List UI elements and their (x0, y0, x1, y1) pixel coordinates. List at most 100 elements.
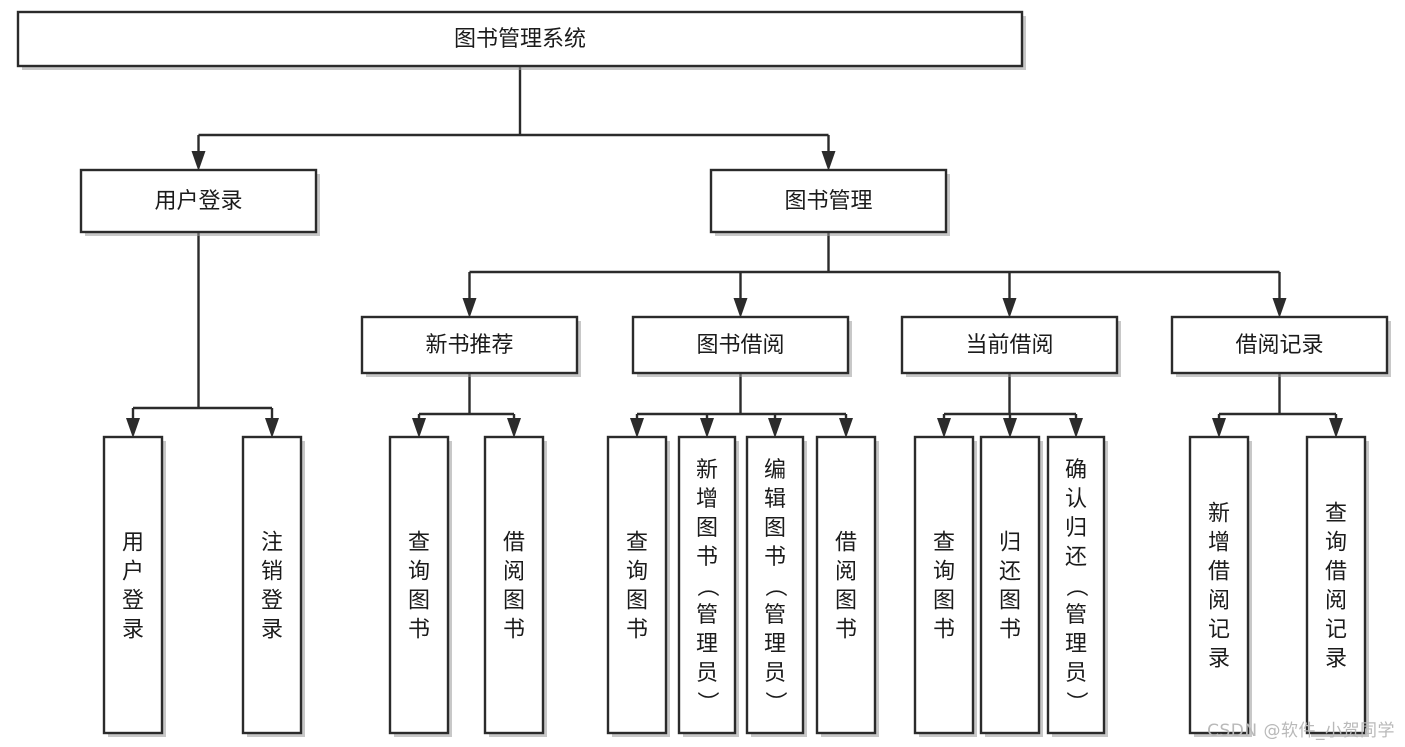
node-box (606, 435, 668, 735)
node-box (1170, 315, 1389, 375)
node-label-char: 书 (696, 545, 718, 570)
arrow-head-icon (412, 418, 426, 438)
node-box (483, 435, 545, 735)
node-box (709, 168, 948, 234)
connector-layer (126, 66, 1343, 438)
node-label-char: 管 (764, 603, 786, 628)
arrow-head-icon (507, 418, 521, 438)
arrow-head-icon (462, 298, 477, 318)
arrow-head-icon (839, 418, 853, 438)
node-label-char: 阅 (1208, 589, 1230, 614)
node-book-manage[interactable]: 图书管理 (709, 168, 950, 236)
arrow-head-icon (1329, 418, 1343, 438)
node-label-char: 书 (933, 618, 955, 643)
node-label-char: 查 (933, 531, 955, 556)
node-book-borrow[interactable]: 图书借阅 (631, 315, 852, 377)
node-box (677, 435, 737, 735)
node-label-char: 图 (835, 589, 857, 614)
node-layer: 图书管理系统用户登录图书管理新书推荐图书借阅当前借阅借阅记录用户登录注销登录查询… (16, 10, 1391, 737)
node-label-char: 借 (1208, 560, 1230, 585)
node-new-book-rec[interactable]: 新书推荐 (360, 315, 581, 377)
node-label-char: 阅 (835, 560, 857, 585)
node-box (16, 10, 1024, 68)
node-box (631, 315, 850, 375)
node-label-char: 新 (696, 458, 718, 483)
node-label-char: 注 (261, 531, 283, 556)
node-label-char: 录 (261, 618, 283, 643)
node-label-char: 查 (408, 531, 430, 556)
node-label-char: 增 (1208, 531, 1230, 556)
node-label-char: 记 (1325, 618, 1347, 643)
node-label: 用户登录 (154, 189, 242, 214)
node-label-char: （ (762, 575, 787, 597)
node-label-char: 认 (1065, 487, 1087, 512)
node-label-char: 图 (626, 589, 648, 614)
node-label-char: 书 (835, 618, 857, 643)
arrow-head-icon (733, 298, 748, 318)
node-label-char: 录 (1325, 647, 1347, 672)
node-label: 新书推荐 (425, 333, 513, 358)
node-user-login[interactable]: 用户登录 (79, 168, 320, 236)
node-label-char: 询 (626, 560, 648, 585)
arrow-head-icon (1212, 418, 1226, 438)
arrow-head-icon (1002, 298, 1017, 318)
node-label-char: 查 (626, 531, 648, 556)
node-box (79, 168, 318, 234)
arrow-head-icon (768, 418, 782, 438)
node-box (102, 435, 164, 735)
node-label: 图书借阅 (696, 333, 784, 358)
node-label-char: 图 (764, 516, 786, 541)
node-label-char: 录 (1208, 647, 1230, 672)
node-label: 图书管理 (784, 189, 872, 214)
node-label-char: 员 (696, 661, 718, 686)
node-label-char: 员 (1065, 661, 1087, 686)
node-label-char: 图 (999, 589, 1021, 614)
node-box (900, 315, 1119, 375)
node-label: 当前借阅 (965, 333, 1053, 358)
arrow-head-icon (821, 151, 836, 171)
node-label-char: ） (762, 691, 787, 713)
arrow-head-icon (1272, 298, 1287, 318)
node-label-char: 询 (1325, 531, 1347, 556)
node-borrow-record[interactable]: 借阅记录 (1170, 315, 1391, 377)
node-label-char: ） (694, 691, 719, 713)
node-label-char: 理 (1065, 632, 1087, 657)
arrow-head-icon (1003, 418, 1017, 438)
node-label-char: 还 (1065, 545, 1087, 570)
node-label-char: 借 (1325, 560, 1347, 585)
node-current-borrow[interactable]: 当前借阅 (900, 315, 1121, 377)
node-box (388, 435, 450, 735)
node-label: 借阅记录 (1235, 333, 1323, 358)
node-label-char: 书 (999, 618, 1021, 643)
arrow-head-icon (1069, 418, 1083, 438)
node-leaf-user-login[interactable]: 用户登录 (102, 435, 166, 737)
node-box (241, 435, 303, 735)
node-label-char: （ (1063, 575, 1088, 597)
node-label-char: 借 (835, 531, 857, 556)
node-label-char: 理 (764, 632, 786, 657)
node-label-char: 询 (408, 560, 430, 585)
node-label-char: 用 (122, 531, 144, 556)
node-label-char: 图 (408, 589, 430, 614)
node-label-char: 书 (408, 618, 430, 643)
node-root[interactable]: 图书管理系统 (16, 10, 1026, 70)
node-label-char: 理 (696, 632, 718, 657)
node-label-char: 书 (764, 545, 786, 570)
node-label-char: 图 (503, 589, 525, 614)
node-label-char: 确 (1065, 458, 1087, 483)
node-label-char: 登 (261, 589, 283, 614)
node-label-char: 户 (122, 560, 144, 585)
